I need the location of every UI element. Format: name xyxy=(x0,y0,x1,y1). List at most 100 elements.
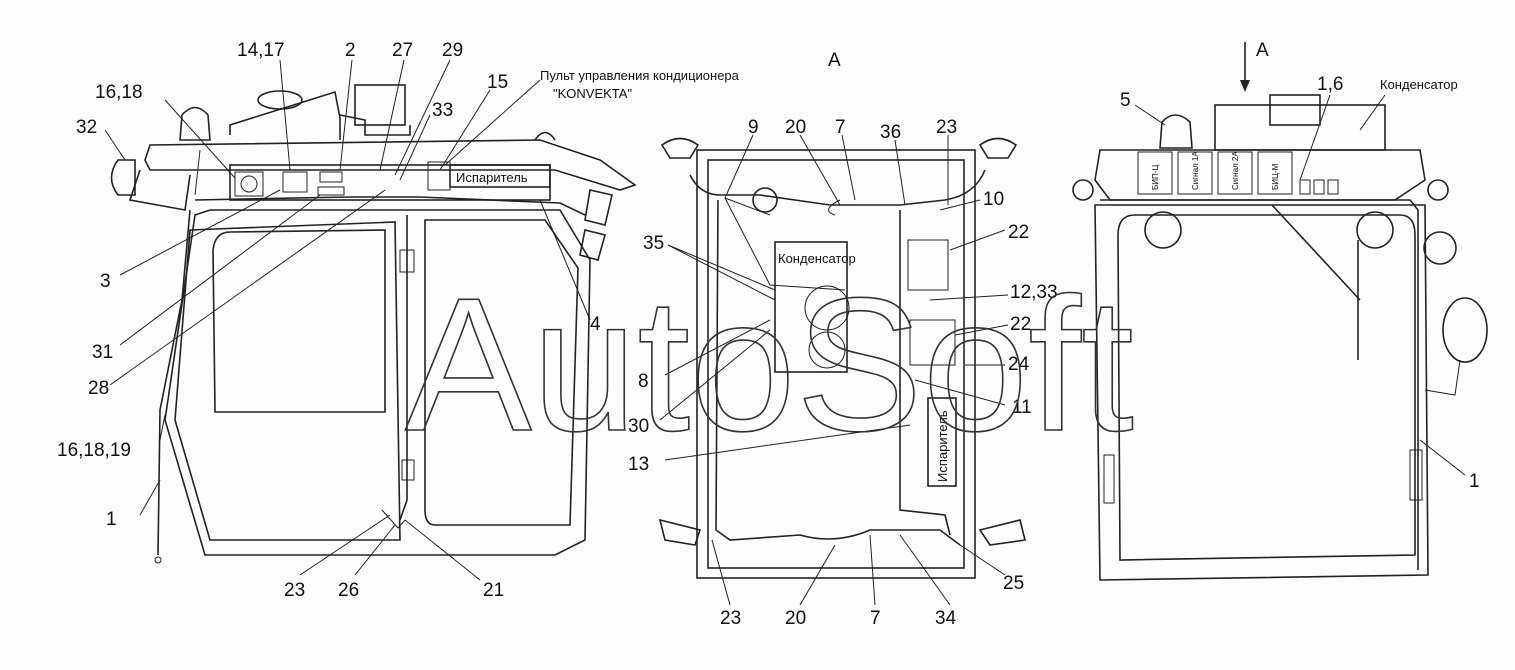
rear-frame-outer xyxy=(1094,204,1429,581)
leader-27 xyxy=(379,59,405,171)
mirror xyxy=(1442,297,1488,363)
leader-33 xyxy=(399,114,431,181)
view-a-title: А xyxy=(828,50,841,71)
console-brand: "KONVEKTA" xyxy=(553,86,632,101)
leader-1-right xyxy=(1419,439,1466,476)
leader-2 xyxy=(339,59,353,171)
speaker-right xyxy=(1356,211,1394,249)
lamp-bottom-left xyxy=(658,518,702,546)
rear-roof-band xyxy=(1094,149,1426,201)
leader-26 xyxy=(354,524,396,576)
loop-harness xyxy=(715,199,961,546)
label-24: 24 xyxy=(1008,354,1030,375)
fuse-block-4 xyxy=(1257,151,1293,195)
wiper-arm xyxy=(1271,204,1361,301)
side-light-right xyxy=(1427,179,1449,201)
label-13: 13 xyxy=(628,454,649,475)
relay-block-22-top xyxy=(907,239,949,291)
leader-22-top xyxy=(949,229,1006,251)
leader-16-18-19 xyxy=(159,414,166,441)
condenser-mid-label: Конденсатор xyxy=(778,251,856,266)
speaker xyxy=(234,171,264,197)
roof-outline xyxy=(144,139,637,191)
fuse-block-3 xyxy=(1217,151,1253,195)
view-arrow-head xyxy=(1240,80,1250,92)
label-10: 10 xyxy=(983,189,1004,210)
leader-1-6 xyxy=(1299,94,1331,181)
leader-28 xyxy=(109,189,386,386)
label-30: 30 xyxy=(628,416,649,437)
label-35: 35 xyxy=(643,233,664,254)
leader-36 xyxy=(894,139,906,206)
work-light-lower xyxy=(579,229,606,261)
leader-16-18 xyxy=(164,99,236,179)
label-2: 2 xyxy=(345,40,356,61)
condenser-fan-2 xyxy=(808,331,846,369)
work-light-upper xyxy=(584,189,613,226)
condenser-fan-1 xyxy=(804,285,850,331)
fan-cover xyxy=(257,90,303,110)
label-1-left: 1 xyxy=(106,509,117,530)
label-28: 28 xyxy=(88,378,109,399)
lamp-feed-20 xyxy=(828,199,841,216)
fuse-block-2-label: Сигнал 1А xyxy=(1191,151,1200,190)
label-32: 32 xyxy=(76,117,97,138)
leader-22-bottom xyxy=(954,324,1009,336)
label-12-33: 12,33 xyxy=(1010,282,1058,303)
right-rear-view: А БИП-Ц Сигнал 1А Сигнал 2А БИЦ-М xyxy=(1072,40,1488,581)
leader-35-b xyxy=(667,244,776,301)
leader-4 xyxy=(539,199,591,321)
pillar-connector-bottom xyxy=(401,459,415,481)
label-22-top: 22 xyxy=(1008,222,1029,243)
switch-block xyxy=(282,171,308,193)
leader-7-bottom xyxy=(869,534,876,606)
roof-ac-housing xyxy=(1214,104,1386,151)
right-harness xyxy=(899,210,951,536)
label-34: 34 xyxy=(935,608,957,629)
pillar-harness xyxy=(399,215,408,521)
condenser-right-label: Конденсатор xyxy=(1380,77,1458,92)
label-20-top: 20 xyxy=(785,117,806,138)
relay-1 xyxy=(1299,179,1311,195)
leader-5 xyxy=(1134,104,1166,126)
leader-25 xyxy=(959,544,1006,576)
label-16-18: 16,18 xyxy=(95,82,143,103)
label-20-bottom: 20 xyxy=(785,608,806,629)
relay-3 xyxy=(1327,179,1339,195)
leader-31 xyxy=(119,194,321,346)
lamp-top-right xyxy=(978,137,1018,159)
leader-35-a xyxy=(667,244,776,291)
connector-block xyxy=(317,186,345,196)
label-26: 26 xyxy=(338,580,359,601)
roof-ac-unit xyxy=(229,90,341,140)
label-23-bottom: 23 xyxy=(720,608,741,629)
label-25: 25 xyxy=(1003,573,1024,594)
label-27: 27 xyxy=(392,40,413,61)
watermark: AutoSoft xyxy=(405,259,1134,471)
leader-condenser-right xyxy=(1359,94,1386,131)
pillar-connector-top xyxy=(399,249,415,273)
top-harness xyxy=(689,169,986,206)
leader-12-33 xyxy=(929,294,1009,301)
fuse-block-4-label: БИЦ-М xyxy=(1271,163,1280,190)
leader-7-top xyxy=(841,134,856,201)
roof-ac-top xyxy=(1269,94,1321,126)
leader-3 xyxy=(119,189,281,276)
door-outline xyxy=(174,221,401,541)
left-connector xyxy=(1103,454,1115,504)
label-3: 3 xyxy=(100,271,111,292)
label-15: 15 xyxy=(487,72,508,93)
lamp-top-left xyxy=(660,137,700,159)
door-switch-wire xyxy=(381,509,406,529)
roof-harness xyxy=(194,196,586,216)
label-21: 21 xyxy=(483,580,504,601)
label-7-bottom: 7 xyxy=(870,608,881,629)
middle-top-view: А Конденсатор Испаритель xyxy=(628,50,1058,629)
roof-ac-duct xyxy=(339,114,411,136)
leader-console xyxy=(444,79,541,166)
leader-1 xyxy=(139,479,161,516)
leader-10 xyxy=(939,199,981,211)
rear-window xyxy=(424,219,579,526)
leader-11 xyxy=(914,379,1006,406)
speaker-left xyxy=(1144,211,1182,249)
